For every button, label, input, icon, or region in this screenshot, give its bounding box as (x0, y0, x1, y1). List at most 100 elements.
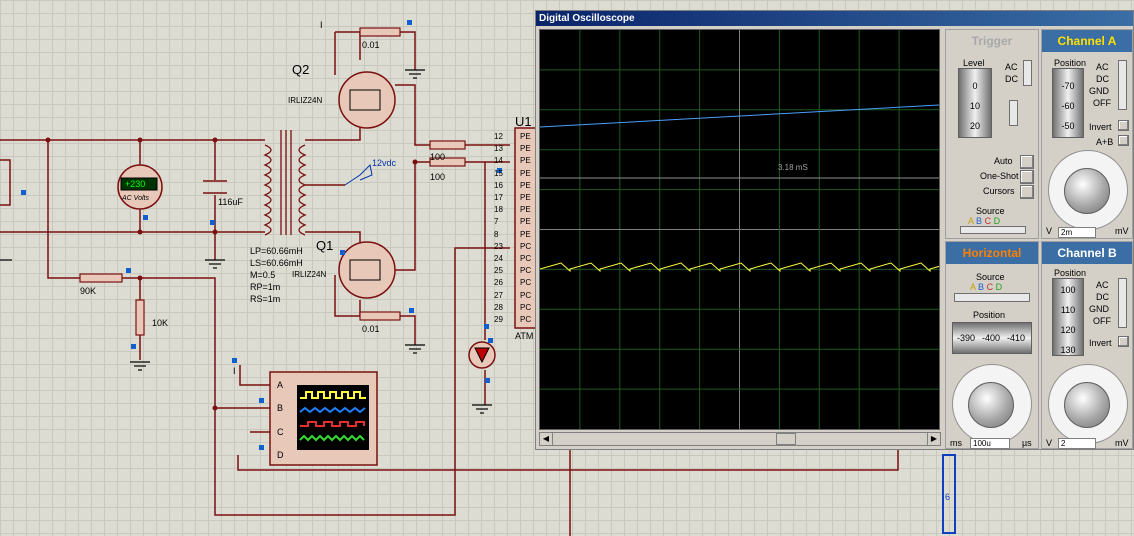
cha-gnd-label: GND (1089, 86, 1109, 96)
chb-tick-1: 110 (1060, 305, 1076, 315)
u1-pin-number: 8 (494, 229, 499, 239)
chb-tick-0: 100 (1060, 285, 1076, 295)
r100a-label: 100 (430, 152, 446, 162)
hz-source-b[interactable]: B (978, 282, 985, 292)
trigger-source-label: Source (976, 206, 1005, 216)
terminal-mid-label: I (233, 366, 236, 376)
u1-pin-prefix: PC (520, 241, 532, 251)
u1-pin-number: 24 (494, 254, 503, 263)
window-title[interactable]: Digital Oscilloscope (536, 11, 1133, 26)
chb-unit-v: V (1046, 438, 1053, 448)
chb-invert-label: Invert (1089, 338, 1112, 348)
chb-volts-knob[interactable] (1064, 382, 1110, 428)
scope-scrollbar[interactable]: ◀ ▶ (539, 432, 941, 446)
trigger-source-slider[interactable] (960, 226, 1026, 234)
scroll-left-button[interactable]: ◀ (540, 433, 553, 445)
u1-pin-prefix: PC (520, 290, 532, 300)
horizontal-source-label: Source (976, 272, 1005, 282)
cha-coupling-switch[interactable] (1118, 60, 1127, 110)
u1-pin-number: 29 (494, 315, 503, 324)
chb-invert-button[interactable] (1118, 336, 1129, 347)
chb-value-box[interactable]: 2 (1058, 438, 1096, 449)
horizontal-source-options: A B C D (970, 282, 1002, 292)
horizontal-unit-us: µs (1022, 438, 1032, 448)
u1-pin-prefix: PC (520, 254, 532, 263)
cap116-label: 116uF (218, 197, 243, 207)
r90k-label: 90K (80, 286, 97, 296)
trigger-level-gauge[interactable]: 0 10 20 (958, 68, 992, 138)
pin-number-label: 6 (945, 492, 951, 502)
cap-bot-label: 0.01 (362, 324, 380, 334)
trigger-source-d[interactable]: D (993, 216, 1001, 226)
hz-source-c[interactable]: C (986, 282, 994, 292)
cha-value-box[interactable]: 2m (1058, 227, 1096, 238)
trigger-cursors-button[interactable] (1020, 185, 1034, 199)
u1-pin-prefix: PC (520, 278, 532, 288)
trigger-source-c[interactable]: C (984, 216, 992, 226)
cha-tick-0: -70 (1061, 81, 1075, 91)
cap-top-label: 0.01 (362, 40, 380, 50)
trigger-source-a[interactable]: A (968, 216, 974, 226)
rp-label: RP=1m (250, 282, 281, 292)
scroll-thumb[interactable] (776, 433, 796, 445)
chb-tick-3: 130 (1060, 345, 1076, 355)
scope-screen[interactable]: 3.18 mS (539, 29, 940, 430)
channel-b-position-label: Position (1054, 268, 1087, 278)
trigger-ac-label: AC (1005, 62, 1018, 72)
channel-b-panel: Channel B Position 100 110 120 130 AC DC… (1041, 241, 1133, 449)
hz-source-a[interactable]: A (970, 282, 976, 292)
u1-pin-prefix: PE (520, 180, 531, 190)
u1-pin-number: 15 (494, 168, 503, 178)
cha-apb-label: A+B (1096, 137, 1114, 147)
atm-label: ATM (515, 331, 534, 341)
horizontal-position-gauge[interactable]: -390 -400 -410 (952, 322, 1032, 354)
cha-off-label: OFF (1093, 98, 1111, 108)
channel-a-position-gauge[interactable]: -70 -60 -50 (1052, 68, 1084, 138)
horizontal-panel: Horizontal Source A B C D Position -390 … (945, 241, 1039, 449)
level-tick-2: 20 (969, 121, 980, 131)
u1-pin-number: 27 (494, 290, 503, 300)
cha-volts-knob[interactable] (1064, 168, 1110, 214)
cha-apb-button[interactable] (1118, 135, 1129, 146)
cha-invert-button[interactable] (1118, 120, 1129, 131)
trigger-auto-button[interactable] (1020, 155, 1034, 169)
chb-coupling-switch[interactable] (1118, 278, 1127, 328)
trigger-oneshot-label: One-Shot (980, 171, 1019, 181)
trigger-cursors-label: Cursors (983, 186, 1015, 196)
horizontal-time-knob[interactable] (968, 382, 1014, 428)
trigger-auto-label: Auto (994, 156, 1013, 166)
trigger-coupling-switch[interactable] (1023, 60, 1032, 86)
trigger-source-options: A B C D (968, 216, 1000, 226)
m-label: M=0.5 (250, 270, 276, 280)
u1-pin-prefix: PC (520, 266, 532, 276)
terminal-top-label: I (320, 20, 323, 30)
scroll-right-button[interactable]: ▶ (927, 433, 940, 445)
channel-b-position-gauge[interactable]: 100 110 120 130 (1052, 278, 1084, 356)
hz-source-d[interactable]: D (995, 282, 1003, 292)
chb-gnd-label: GND (1089, 304, 1109, 314)
u1-pin-number: 23 (494, 241, 503, 251)
chb-dc-label: DC (1096, 292, 1109, 302)
voltmeter-sub: AC Volts (122, 195, 149, 202)
oscilloscope-window[interactable]: Digital Oscilloscope 3.18 mS ◀ ▶ Trigger… (535, 10, 1134, 450)
channel-b-title: Channel B (1042, 242, 1132, 264)
cha-unit-mv: mV (1115, 226, 1129, 236)
trigger-oneshot-button[interactable] (1020, 170, 1034, 184)
u1-pin-number: 18 (494, 205, 503, 215)
horizontal-value-box[interactable]: 100u (970, 438, 1010, 449)
ls-label: LS=60.66mH (250, 258, 303, 268)
trigger-dc-label: DC (1005, 74, 1018, 84)
q2-part-label: IRLIZ24N (288, 96, 323, 105)
trigger-edge-switch[interactable] (1009, 100, 1018, 126)
u1-pin-number: 16 (494, 180, 503, 190)
u1-pin-prefix: PE (520, 168, 531, 178)
horizontal-source-slider[interactable] (954, 293, 1030, 302)
u1-pin-prefix: PE (520, 132, 531, 141)
trigger-source-b[interactable]: B (976, 216, 983, 226)
scope-pin-c: C (277, 427, 284, 437)
rs-label: RS=1m (250, 294, 281, 304)
channel-a-title: Channel A (1042, 30, 1132, 52)
net-12vdc-label: 12vdc (372, 158, 397, 168)
u1-pin-number: 25 (494, 266, 503, 276)
r100b-label: 100 (430, 172, 446, 182)
